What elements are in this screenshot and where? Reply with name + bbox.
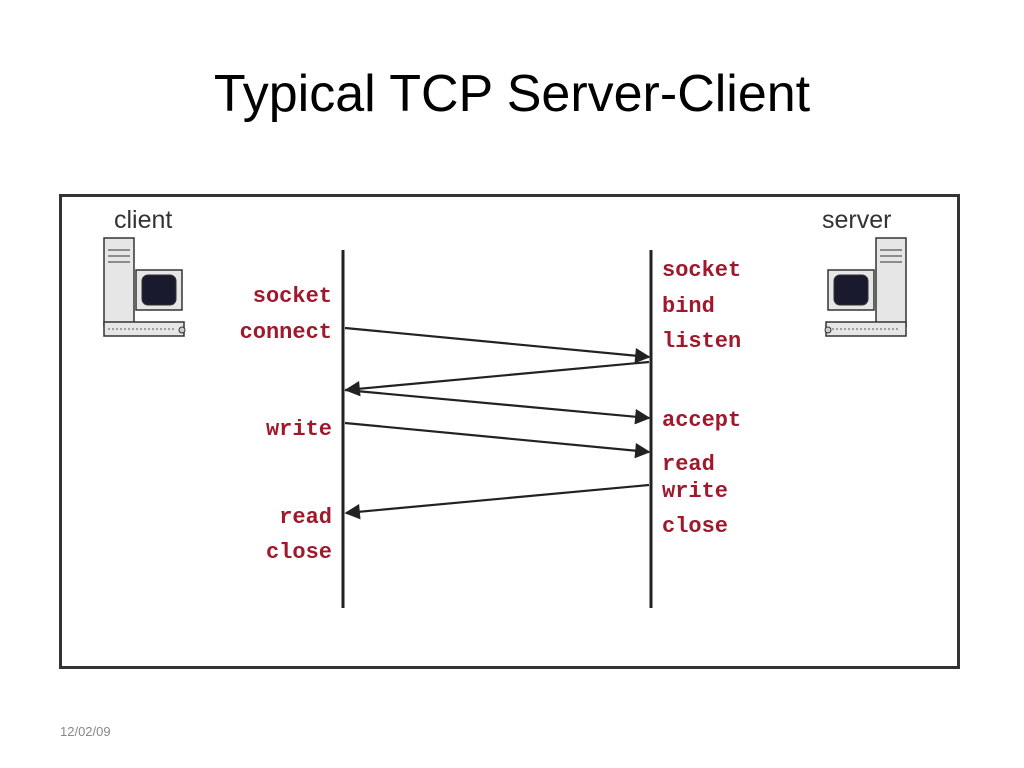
slide-title: Typical TCP Server-Client — [213, 65, 811, 123]
slide-date: 12/02/09 — [60, 724, 111, 739]
message-arrow-write-to-read — [344, 421, 651, 459]
computer-icon — [103, 237, 186, 337]
tcp-diagram-frame — [59, 194, 960, 669]
computer-icon — [824, 237, 907, 337]
server-call-socket: socket — [662, 258, 741, 283]
message-arrow-client-to-accept — [344, 388, 651, 425]
server-call-listen: listen — [662, 329, 741, 354]
message-arrow-listen-to-client — [344, 360, 650, 397]
client-call-write: write — [266, 417, 332, 442]
client-call-socket: socket — [253, 284, 332, 309]
server-call-close: close — [662, 514, 728, 539]
server-call-accept: accept — [662, 408, 741, 433]
server-call-write: write — [662, 479, 728, 504]
message-arrow-connect-to-listen — [344, 326, 651, 364]
server-label: server — [822, 206, 891, 234]
message-arrow-write-to-client — [344, 483, 650, 520]
client-label: client — [114, 206, 172, 234]
client-call-close: close — [266, 540, 332, 565]
server-call-read: read — [662, 452, 715, 477]
server-call-bind: bind — [662, 294, 715, 319]
client-call-connect: connect — [240, 320, 332, 345]
client-call-read: read — [279, 505, 332, 530]
